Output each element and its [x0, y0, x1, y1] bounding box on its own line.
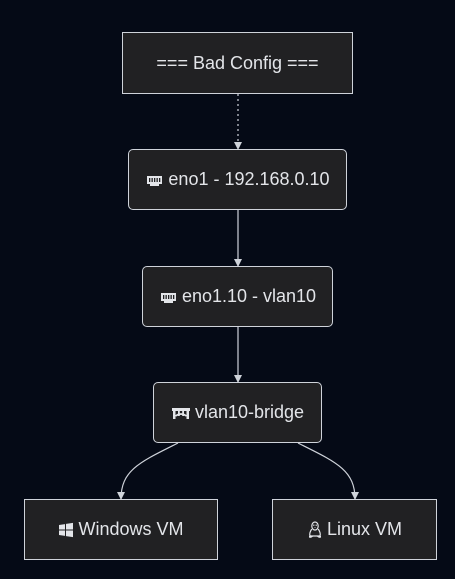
- ethernet-icon: [159, 290, 178, 304]
- ethernet-icon: [145, 173, 164, 187]
- node-eno1-label: eno1 - 192.168.0.10: [168, 169, 330, 189]
- node-windows-vm-label: Windows VM: [78, 519, 184, 539]
- node-bad-config-label: === Bad Config ===: [156, 52, 319, 73]
- node-linux-vm-label: Linux VM: [326, 519, 403, 539]
- node-bridge-label: vlan10-bridge: [194, 402, 305, 422]
- node-eno1-vlan-label: eno1.10 - vlan10: [181, 286, 317, 306]
- edge-bridge-to-linux-vm: [297, 442, 359, 500]
- windows-icon: [58, 522, 74, 538]
- node-windows-vm: Windows VM: [24, 499, 218, 560]
- linux-icon: [307, 520, 323, 539]
- node-eno1: eno1 - 192.168.0.10: [128, 149, 347, 210]
- node-eno1-vlan: eno1.10 - vlan10: [142, 266, 333, 327]
- node-bridge: vlan10-bridge: [153, 382, 322, 443]
- node-bad-config: === Bad Config ===: [122, 32, 353, 94]
- edge-bridge-to-windows-vm: [117, 442, 179, 500]
- node-linux-vm: Linux VM: [272, 499, 437, 560]
- bridge-icon: [171, 406, 191, 420]
